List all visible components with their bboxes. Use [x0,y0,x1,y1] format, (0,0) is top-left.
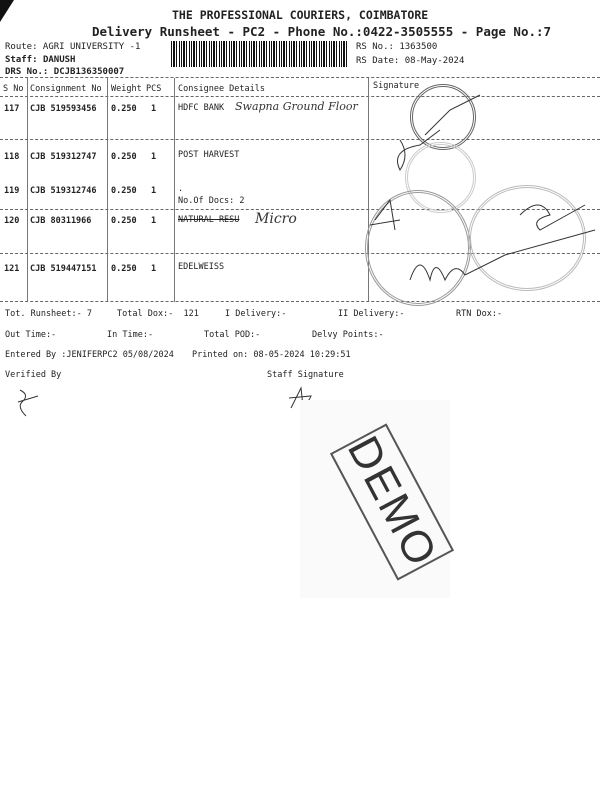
col-weight: Weight [111,84,142,94]
col-consignee: Consignee Details [178,84,265,94]
department-stamp [468,185,586,291]
verified-by: Verified By [5,370,62,380]
divider [0,77,600,78]
col-signature: Signature [373,81,420,91]
drs-value: DCJB136350007 [53,67,125,77]
in-time: In Time:- [107,330,154,340]
staff-value: DANUSH [42,55,76,65]
tot-runsheet: Tot. Runsheet:- 7 [5,309,92,319]
divider [0,209,600,210]
row-weight: 0.250 [111,152,137,162]
row-sno: 118 [4,152,20,162]
col-consignment: Consignment No [30,84,102,94]
divider [0,96,600,97]
row-pcs: 1 [151,152,157,162]
total-dox: Total Dox:- 121 [117,309,199,319]
column-line [27,78,28,302]
drs-no: DRS No.: DCJB136350007 [5,67,124,77]
company-title: THE PROFESSIONAL COURIERS, COIMBATORE [172,8,429,22]
row-consignment: CJB 519312747 [30,152,97,162]
rs-date: RS Date: 08-May-2024 [356,56,465,66]
row-consignee: NATURAL RESU [178,215,240,225]
col-pcs: PCS [146,84,162,94]
row-consignee: HDFC BANK [178,103,225,113]
divider [0,139,600,140]
row-consignee: EDELWEISS [178,262,225,272]
total-pod: Total POD:- [204,330,261,340]
row-weight: 0.250 [111,104,137,114]
printed-on: Printed on: 08-05-2024 10:29:51 [192,350,351,360]
row-sno: 121 [4,264,20,274]
row-sno: 119 [4,186,20,196]
row-consignment: CJB 519312746 [30,186,97,196]
divider [0,301,600,302]
column-line [174,78,175,302]
staff-signature-label: Staff Signature [267,370,344,380]
row-weight: 0.250 [111,264,137,274]
staff: Staff: DANUSH [5,55,75,65]
row-weight: 0.250 [111,186,137,196]
row-pcs: 1 [151,264,157,274]
rs-no: RS No.: 1363500 [356,42,438,52]
staff-label: Staff: [5,55,38,65]
row-pcs: 1 [151,186,157,196]
entered-by: Entered By :JENIFERPC2 05/08/2024 [5,350,174,360]
divider [0,253,600,254]
row-consignee: POST HARVEST [178,150,240,160]
row-sno: 117 [4,104,20,114]
handwritten-note: Swapna Ground Floor [235,100,358,113]
column-line [368,78,369,302]
col-sno: S No [3,84,24,94]
row-weight: 0.250 [111,216,137,226]
scan-corner [0,0,14,22]
row-pcs: 1 [151,104,157,114]
row-consignment: CJB 519593456 [30,104,97,114]
delvy-points: Delvy Points:- [312,330,384,340]
route: Route: AGRI UNIVERSITY -1 [5,42,141,52]
row-pcs: 1 [151,216,157,226]
handwritten-note: Micro [255,211,297,227]
drs-label: DRS No.: [5,67,49,77]
runsheet-subtitle: Delivery Runsheet - PC2 - Phone No.:0422… [92,24,552,39]
out-time: Out Time:- [5,330,57,340]
verifier-signature [17,389,39,417]
row-consignee: . [178,184,184,194]
row-consignment: CJB 80311966 [30,216,92,226]
signatures [370,94,596,282]
row-consignment: CJB 519447151 [30,264,97,274]
rtn-dox: RTN Dox:- [456,309,503,319]
row-sno: 120 [4,216,20,226]
barcode [171,41,349,67]
i-delivery: I Delivery:- [225,309,287,319]
demo-stamp-area [300,400,450,598]
row-docs: No.Of Docs: 2 [178,196,245,206]
ii-delivery: II Delivery:- [338,309,405,319]
column-line [107,78,108,302]
